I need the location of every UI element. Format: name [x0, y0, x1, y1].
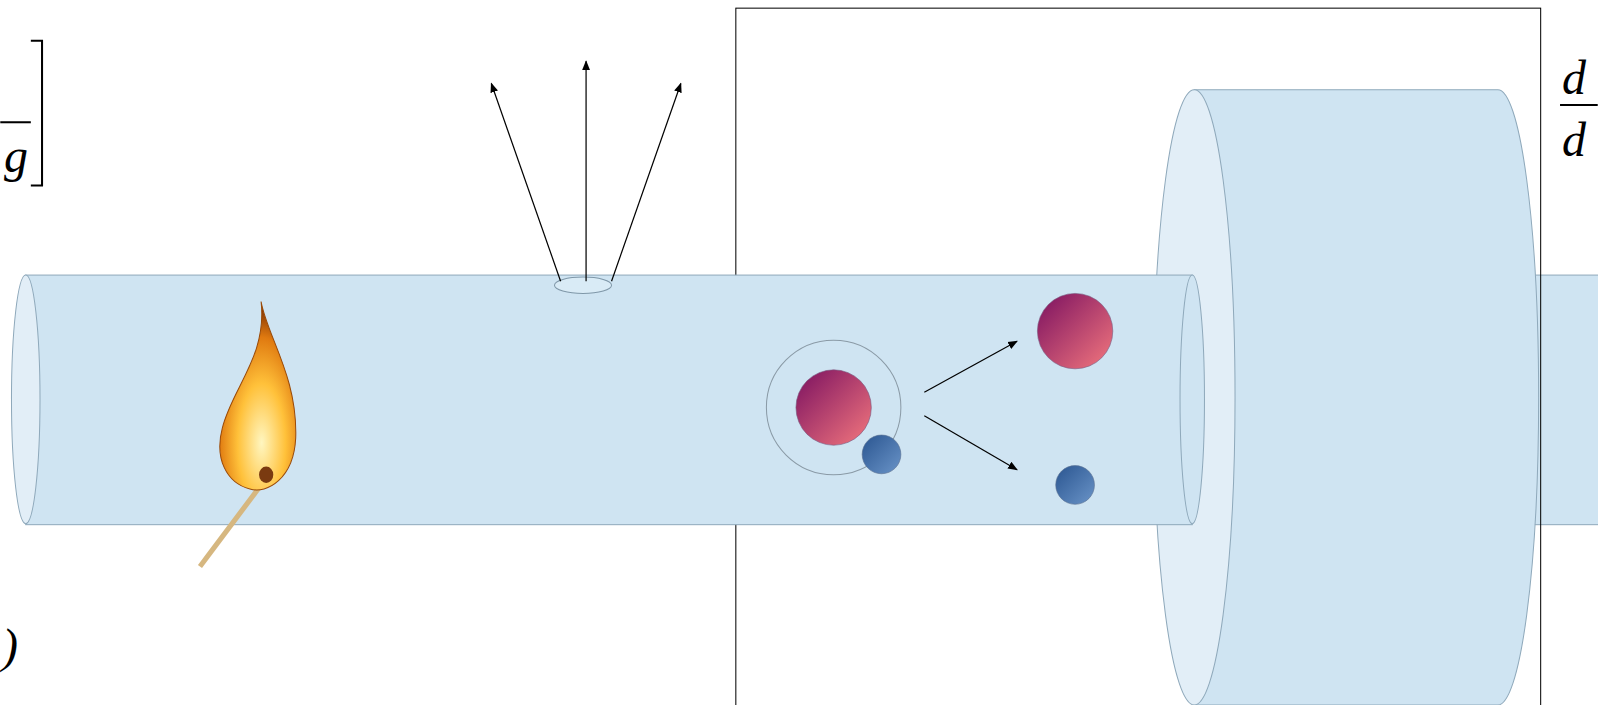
- electron: [1056, 466, 1095, 505]
- ion: [1037, 293, 1112, 368]
- hole: [554, 277, 611, 293]
- arrow: [585, 61, 586, 281]
- arrow: [612, 84, 681, 282]
- flame: [220, 302, 296, 490]
- tube: [26, 275, 1193, 525]
- formula-symbol: ): [2, 622, 18, 670]
- electron: [862, 435, 901, 474]
- match-head: [259, 467, 273, 483]
- disk-body: [1194, 90, 1538, 705]
- formula-symbol: g: [4, 132, 28, 180]
- arrow: [924, 341, 1017, 392]
- arrow: [491, 84, 560, 282]
- arrow: [924, 416, 1017, 470]
- fraction-bar: [0, 121, 31, 123]
- nucleus: [796, 370, 871, 445]
- formula-symbol: d: [1562, 54, 1586, 102]
- orbit: [766, 340, 900, 474]
- tube-end: [1180, 275, 1204, 524]
- tube-opening: [11, 275, 40, 524]
- bracket: [31, 41, 42, 186]
- formula-symbol: d: [1562, 116, 1586, 164]
- fraction-bar: [1560, 104, 1598, 106]
